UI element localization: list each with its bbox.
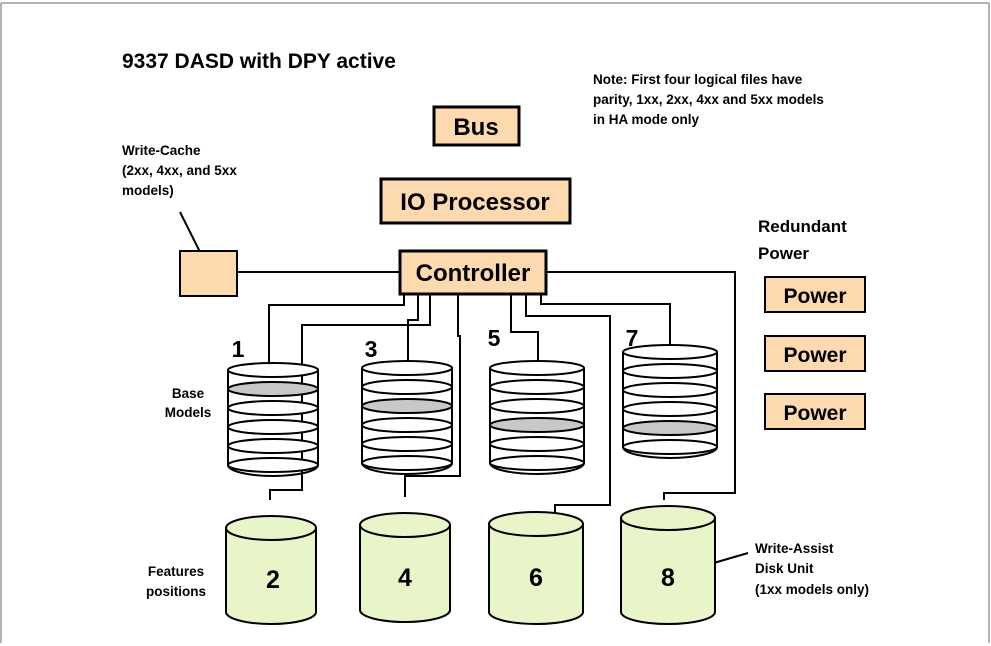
redundant-power-line: Power — [758, 244, 809, 263]
power-unit-3: Power — [764, 393, 866, 430]
feature-disk-6 — [488, 511, 584, 625]
base-models-line: Base — [172, 386, 205, 401]
link-disk-4 — [404, 294, 461, 497]
disk-number-4: 4 — [398, 564, 412, 592]
controller-box — [398, 249, 548, 296]
features-line: Features — [148, 564, 204, 579]
disk-number-1: 1 — [232, 336, 245, 362]
disk-platter — [361, 436, 453, 452]
disk-platter — [361, 455, 453, 471]
write-assist-label: Write-Assist Disk Unit (1xx models only) — [755, 541, 869, 597]
disk-platter — [489, 360, 585, 376]
write-cache-label-line: Write-Cache — [122, 143, 201, 158]
feature-disk-4 — [359, 512, 451, 623]
note-line: in HA mode only — [593, 112, 699, 127]
redundant-power-line: Redundant — [758, 217, 847, 236]
parity-platter — [361, 398, 453, 414]
power-unit-2: Power — [764, 335, 866, 372]
disk-number-3: 3 — [365, 336, 378, 362]
disk-number-8: 8 — [661, 564, 675, 592]
power-label: Power — [783, 402, 846, 425]
disk-platter — [227, 419, 319, 435]
write-cache-box — [179, 250, 238, 297]
disk-stack-3 — [361, 360, 453, 475]
disk-stack-1 — [227, 362, 319, 477]
io-processor-box — [379, 177, 572, 225]
controller-label: Controller — [416, 260, 531, 287]
write-assist-line: (1xx models only) — [755, 582, 869, 597]
disk-platter — [622, 363, 718, 379]
disk-platter — [622, 401, 718, 417]
base-models-line: Models — [165, 405, 212, 420]
disk-platter — [361, 379, 453, 395]
note-line: Note: First four logical files have — [593, 72, 803, 87]
feature-disk-2 — [225, 515, 317, 625]
feature-disk-stacks — [225, 505, 716, 625]
disk-number-6: 6 — [529, 564, 543, 592]
disk-platter — [227, 438, 319, 454]
disk-platter — [361, 417, 453, 433]
power-unit-1: Power — [764, 276, 866, 313]
disk-platter — [622, 439, 718, 455]
disk-number-5: 5 — [488, 325, 501, 351]
power-label: Power — [783, 344, 846, 367]
write-assist-line: Disk Unit — [755, 561, 814, 576]
bus-label: Bus — [453, 114, 498, 141]
disk-number-7: 7 — [626, 325, 639, 351]
parity-platter — [622, 420, 718, 436]
parity-platter — [227, 381, 319, 397]
disk-platter — [227, 457, 319, 473]
bus-box — [432, 105, 521, 147]
disk-stack-7 — [622, 344, 718, 459]
disk-platter — [489, 436, 585, 452]
disk-platter — [361, 360, 453, 376]
feature-disk-8 — [620, 505, 716, 625]
features-line: positions — [146, 584, 206, 599]
link-disk-7 — [540, 294, 671, 348]
disk-platter — [622, 344, 718, 360]
power-label: Power — [783, 285, 846, 308]
disk-platter — [227, 362, 319, 378]
disk-platter — [489, 379, 585, 395]
link-disk-1 — [268, 294, 405, 366]
disk-platter — [489, 455, 585, 471]
link-disk-6 — [525, 294, 611, 512]
link-disk-5 — [510, 294, 539, 370]
diagram-title: 9337 DASD with DPY active — [122, 50, 396, 73]
parity-platter — [489, 417, 585, 433]
base-models-label: Base Models — [165, 386, 212, 420]
write-cache-label-line: models) — [122, 183, 174, 198]
disk-platter — [489, 398, 585, 414]
link-disk-3 — [407, 294, 419, 362]
base-disk-stacks — [227, 344, 718, 477]
write-cache-label: Write-Cache (2xx, 4xx, and 5xx models) — [122, 143, 237, 198]
link-disk-8 — [546, 271, 736, 500]
write-cache-label-line: (2xx, 4xx, and 5xx — [122, 163, 237, 178]
features-label: Features positions — [146, 564, 206, 599]
io-processor-label: IO Processor — [400, 189, 549, 216]
note-text: Note: First four logical files have pari… — [593, 72, 824, 127]
disk-number-2: 2 — [266, 566, 280, 594]
redundant-power-label: Redundant Power — [758, 217, 847, 263]
write-assist-line: Write-Assist — [755, 541, 834, 556]
note-line: parity, 1xx, 2xx, 4xx and 5xx models — [593, 92, 824, 107]
disk-stack-5 — [489, 360, 585, 475]
disk-platter — [227, 400, 319, 416]
disk-platter — [622, 382, 718, 398]
